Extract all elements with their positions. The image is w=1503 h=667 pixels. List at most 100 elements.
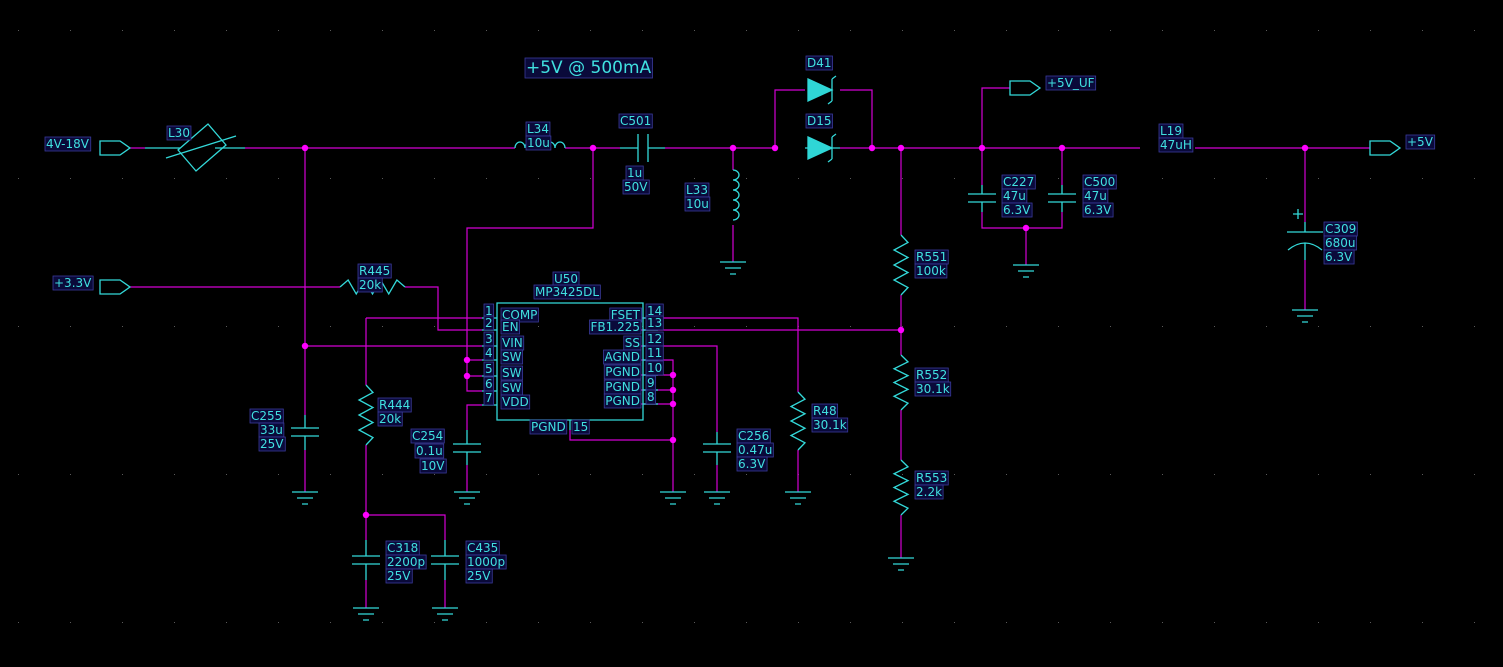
c501-voltage-group: 50V	[622, 179, 650, 195]
r553-value: 2.2k	[916, 485, 942, 499]
grid-dot	[1474, 622, 1475, 623]
grid-dot	[902, 30, 903, 31]
junction-dot	[1022, 224, 1030, 232]
wire-sw5	[466, 360, 482, 377]
r445-resistor	[339, 278, 406, 296]
grid-dot	[902, 622, 903, 623]
grid-dot	[486, 178, 487, 179]
grid-dot	[434, 30, 435, 31]
r552-value-group: 30.1k	[914, 381, 952, 397]
d41-diode-cathode	[827, 75, 837, 105]
c256-voltage-box	[736, 456, 768, 472]
grid-dot	[382, 30, 383, 31]
u50-left-pin-4-num: 4	[485, 346, 493, 360]
c309-voltage-box	[1323, 249, 1355, 265]
wire-c-bottom	[981, 212, 1063, 229]
grid-dot	[746, 30, 747, 31]
c254-capacitor	[453, 430, 481, 465]
grid-dot	[278, 326, 279, 327]
u50-left-pin-6-name: SW	[502, 381, 522, 395]
u50-ic-body	[496, 302, 644, 421]
u50-ref: U50	[554, 272, 578, 286]
junction-dot	[897, 326, 905, 334]
grid-dot	[954, 474, 955, 475]
d41-ref: D41	[807, 56, 832, 70]
c435-capacitor	[431, 540, 459, 580]
u50-left-pin-2-name-box	[500, 319, 520, 335]
wire-vdd	[466, 404, 482, 430]
grid-dot	[1266, 30, 1267, 31]
grid-dot	[174, 178, 175, 179]
grid-dot	[1266, 474, 1267, 475]
grid-dot	[382, 326, 383, 327]
r552-resistor	[892, 354, 910, 411]
c254-voltage: 10V	[421, 459, 445, 473]
wire-pgnd15	[569, 430, 673, 441]
u50-right-pin-13-num-box	[645, 315, 664, 331]
r552-ref-group: R552	[914, 367, 949, 383]
l34-value-group: 10u	[525, 135, 552, 151]
port-5v-out-label-box	[1405, 134, 1436, 150]
u50-left-pin-2-num-box	[483, 315, 495, 331]
grid-dot	[330, 30, 331, 31]
c501-ref-group: C501	[618, 113, 653, 129]
grid-dot	[1006, 474, 1007, 475]
junction-dot	[1058, 144, 1066, 152]
u50-part: MP3425DL	[535, 285, 599, 299]
grid-dot	[1058, 474, 1059, 475]
d41-diode	[807, 77, 834, 103]
r551-ref-group: R551	[914, 249, 949, 265]
grid-dot	[1110, 622, 1111, 623]
u50-left-pin-2-name: EN	[502, 320, 519, 334]
u50-right-pin-12-num: 12	[647, 332, 662, 346]
l19-ref-group: L19	[1158, 123, 1184, 139]
r445-value: 20k	[359, 278, 381, 292]
ground-symbol	[1013, 264, 1039, 278]
l33-value: 10u	[686, 197, 709, 211]
wire-sw6	[466, 376, 482, 392]
u50-left-pin-4-name-box	[500, 349, 524, 365]
grid-dot	[174, 326, 175, 327]
c435-voltage-group: 25V	[465, 568, 493, 584]
grid-dot	[1214, 474, 1215, 475]
ground-symbol	[1292, 309, 1318, 323]
grid-dot	[590, 30, 591, 31]
r48-value-group: 30.1k	[811, 417, 849, 433]
grid-dot	[954, 178, 955, 179]
r552-value: 30.1k	[916, 382, 950, 396]
d15-ref-box	[805, 113, 833, 129]
grid-dot	[850, 30, 851, 31]
junction-dot	[669, 371, 677, 379]
u50-right-pin-13-num: 13	[647, 316, 662, 330]
junction-dot	[301, 342, 309, 350]
c256-value: 0.47u	[738, 443, 772, 457]
port-5v-out-label: +5V	[1407, 135, 1434, 149]
c254-ref-box	[410, 428, 445, 444]
junction-dot	[897, 144, 905, 152]
grid-dot	[330, 474, 331, 475]
l33-ref-group: L33	[684, 182, 710, 198]
c255-value: 33u	[260, 423, 283, 437]
l30-ref: L30	[168, 126, 190, 140]
r552-ref: R552	[916, 368, 947, 382]
r48-value: 30.1k	[813, 418, 847, 432]
c227-ref-group: C227	[1001, 174, 1036, 190]
grid-dot	[590, 622, 591, 623]
junction-dot	[729, 144, 737, 152]
c227-capacitor	[968, 185, 996, 212]
grid-dot	[590, 474, 591, 475]
grid-dot	[434, 326, 435, 327]
grid-dot	[1214, 178, 1215, 179]
ground-symbol	[720, 261, 746, 275]
grid-dot	[18, 622, 19, 623]
schematic-title-box	[524, 57, 653, 79]
u50-right-pin-8-num: 8	[647, 390, 655, 404]
r553-resistor	[892, 459, 910, 516]
c435-value: 1000p	[467, 555, 505, 569]
ground-symbol	[432, 607, 458, 621]
grid-dot	[1422, 30, 1423, 31]
u50-left-pin-2-num-group: 2	[483, 315, 495, 331]
r551-value-group: 100k	[914, 263, 948, 279]
port-5v-uf-label-group: +5V_UF	[1045, 75, 1097, 91]
c309-ref-group: C309	[1323, 221, 1358, 237]
